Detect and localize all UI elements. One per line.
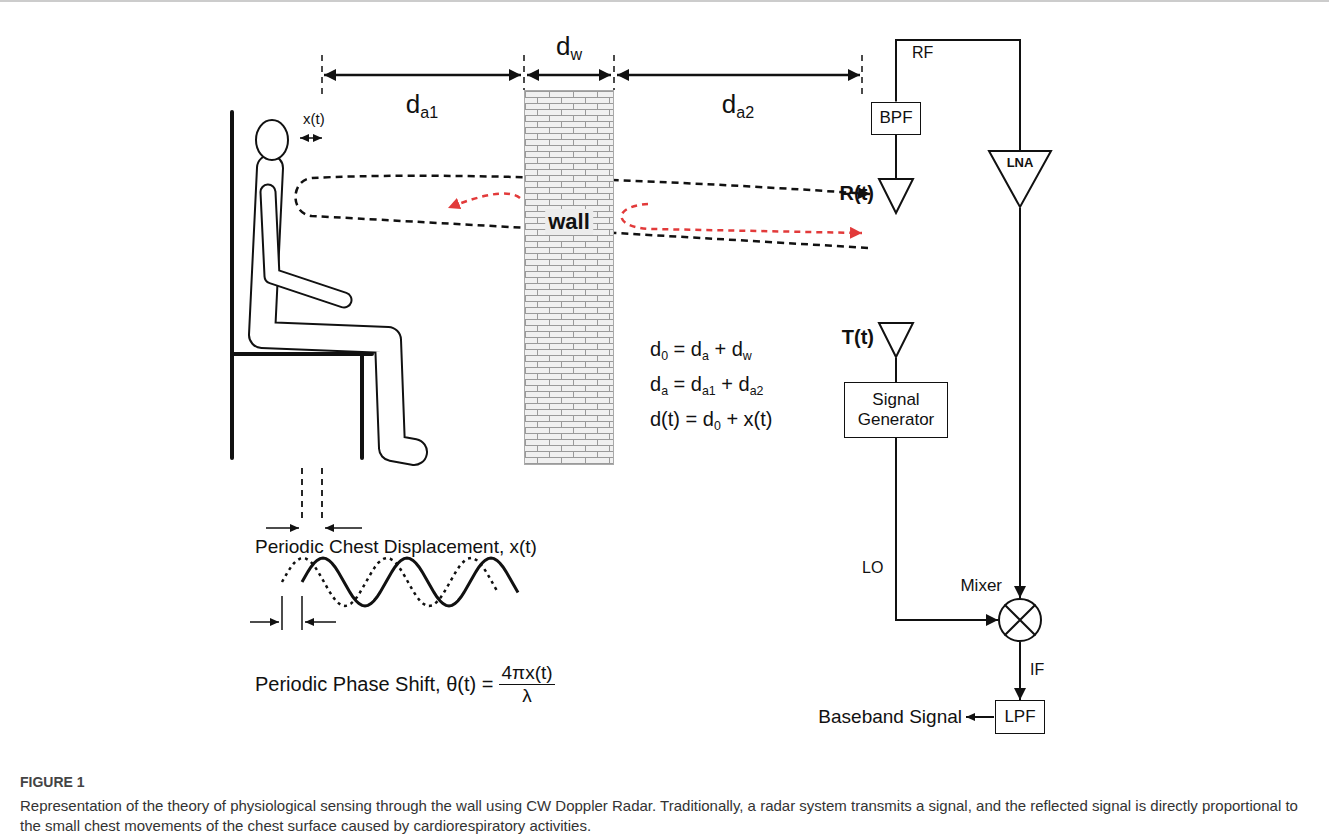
label: dw (556, 32, 582, 63)
chest-motion-arrow (300, 137, 322, 139)
phase-waves (282, 558, 518, 606)
fraction: 4πx(t)λ (499, 662, 554, 707)
label: da1 (406, 90, 438, 121)
wall-block: wall (524, 90, 614, 465)
numerator: 4πx(t) (499, 662, 554, 685)
dimension-arrows (324, 74, 860, 77)
displacement-arrows (266, 527, 362, 529)
connector-label: LO (860, 559, 885, 577)
label: d0 = da + dw (650, 338, 752, 363)
node-text: LNA (988, 155, 1052, 170)
output-arrow (966, 716, 994, 718)
node-shape (525, 91, 613, 464)
process-box: Signal Generator (844, 382, 948, 438)
process-box: BPF (871, 102, 921, 135)
displacement-guides (302, 468, 322, 522)
caption: Representation of the theory of physiolo… (20, 796, 1310, 834)
amplifier-symbol: LNA (988, 150, 1052, 208)
denominator: λ (522, 685, 532, 707)
label: FIGURE 1 (20, 774, 85, 790)
connector (895, 358, 897, 382)
node-shape (998, 598, 1042, 642)
node-text: wall (545, 209, 593, 235)
node-shape (878, 322, 914, 358)
connector (895, 135, 897, 179)
brick-pattern (525, 91, 613, 464)
node-text: Mixer (960, 576, 1002, 596)
dotted-wave (282, 558, 498, 606)
antenna-symbol: T(t) (878, 322, 914, 358)
antenna-symbol: R(t) (878, 178, 914, 214)
amplifier-triangle (989, 151, 1051, 207)
process-box: LPF (995, 700, 1045, 734)
phase-ticks (250, 596, 336, 630)
formula-text: Periodic Phase Shift, θ(t) = (255, 673, 493, 696)
label: Baseband Signal (818, 706, 962, 728)
connector-label: RF (910, 44, 935, 62)
formula: Periodic Phase Shift, θ(t) = 4πx(t)λ (255, 662, 555, 707)
label: da = da1 + da2 (650, 373, 763, 398)
node-text: BPF (879, 108, 912, 128)
wall-reflection (621, 204, 862, 233)
node-text: LPF (1004, 707, 1035, 727)
node-text: Signal Generator (851, 390, 941, 431)
wall-reflection (448, 193, 520, 208)
connector (1019, 642, 1021, 700)
top-rule (0, 0, 1329, 2)
node-shape (878, 178, 914, 214)
label: Periodic Chest Displacement, x(t) (255, 536, 537, 558)
label: da2 (722, 90, 754, 121)
mixer-symbol: Mixer (998, 598, 1042, 642)
mixer-circle (999, 599, 1041, 641)
label: x(t) (303, 110, 325, 127)
antenna-triangle (879, 323, 913, 357)
connector-label: IF (1028, 661, 1046, 679)
seated-person (256, 120, 414, 452)
node-text: T(t) (842, 326, 874, 349)
antenna-triangle (879, 179, 913, 213)
label: d(t) = d0 + x(t) (650, 408, 773, 433)
node-text: R(t) (840, 182, 874, 205)
connector (1019, 208, 1021, 598)
mixer-cross (1004, 604, 1035, 635)
